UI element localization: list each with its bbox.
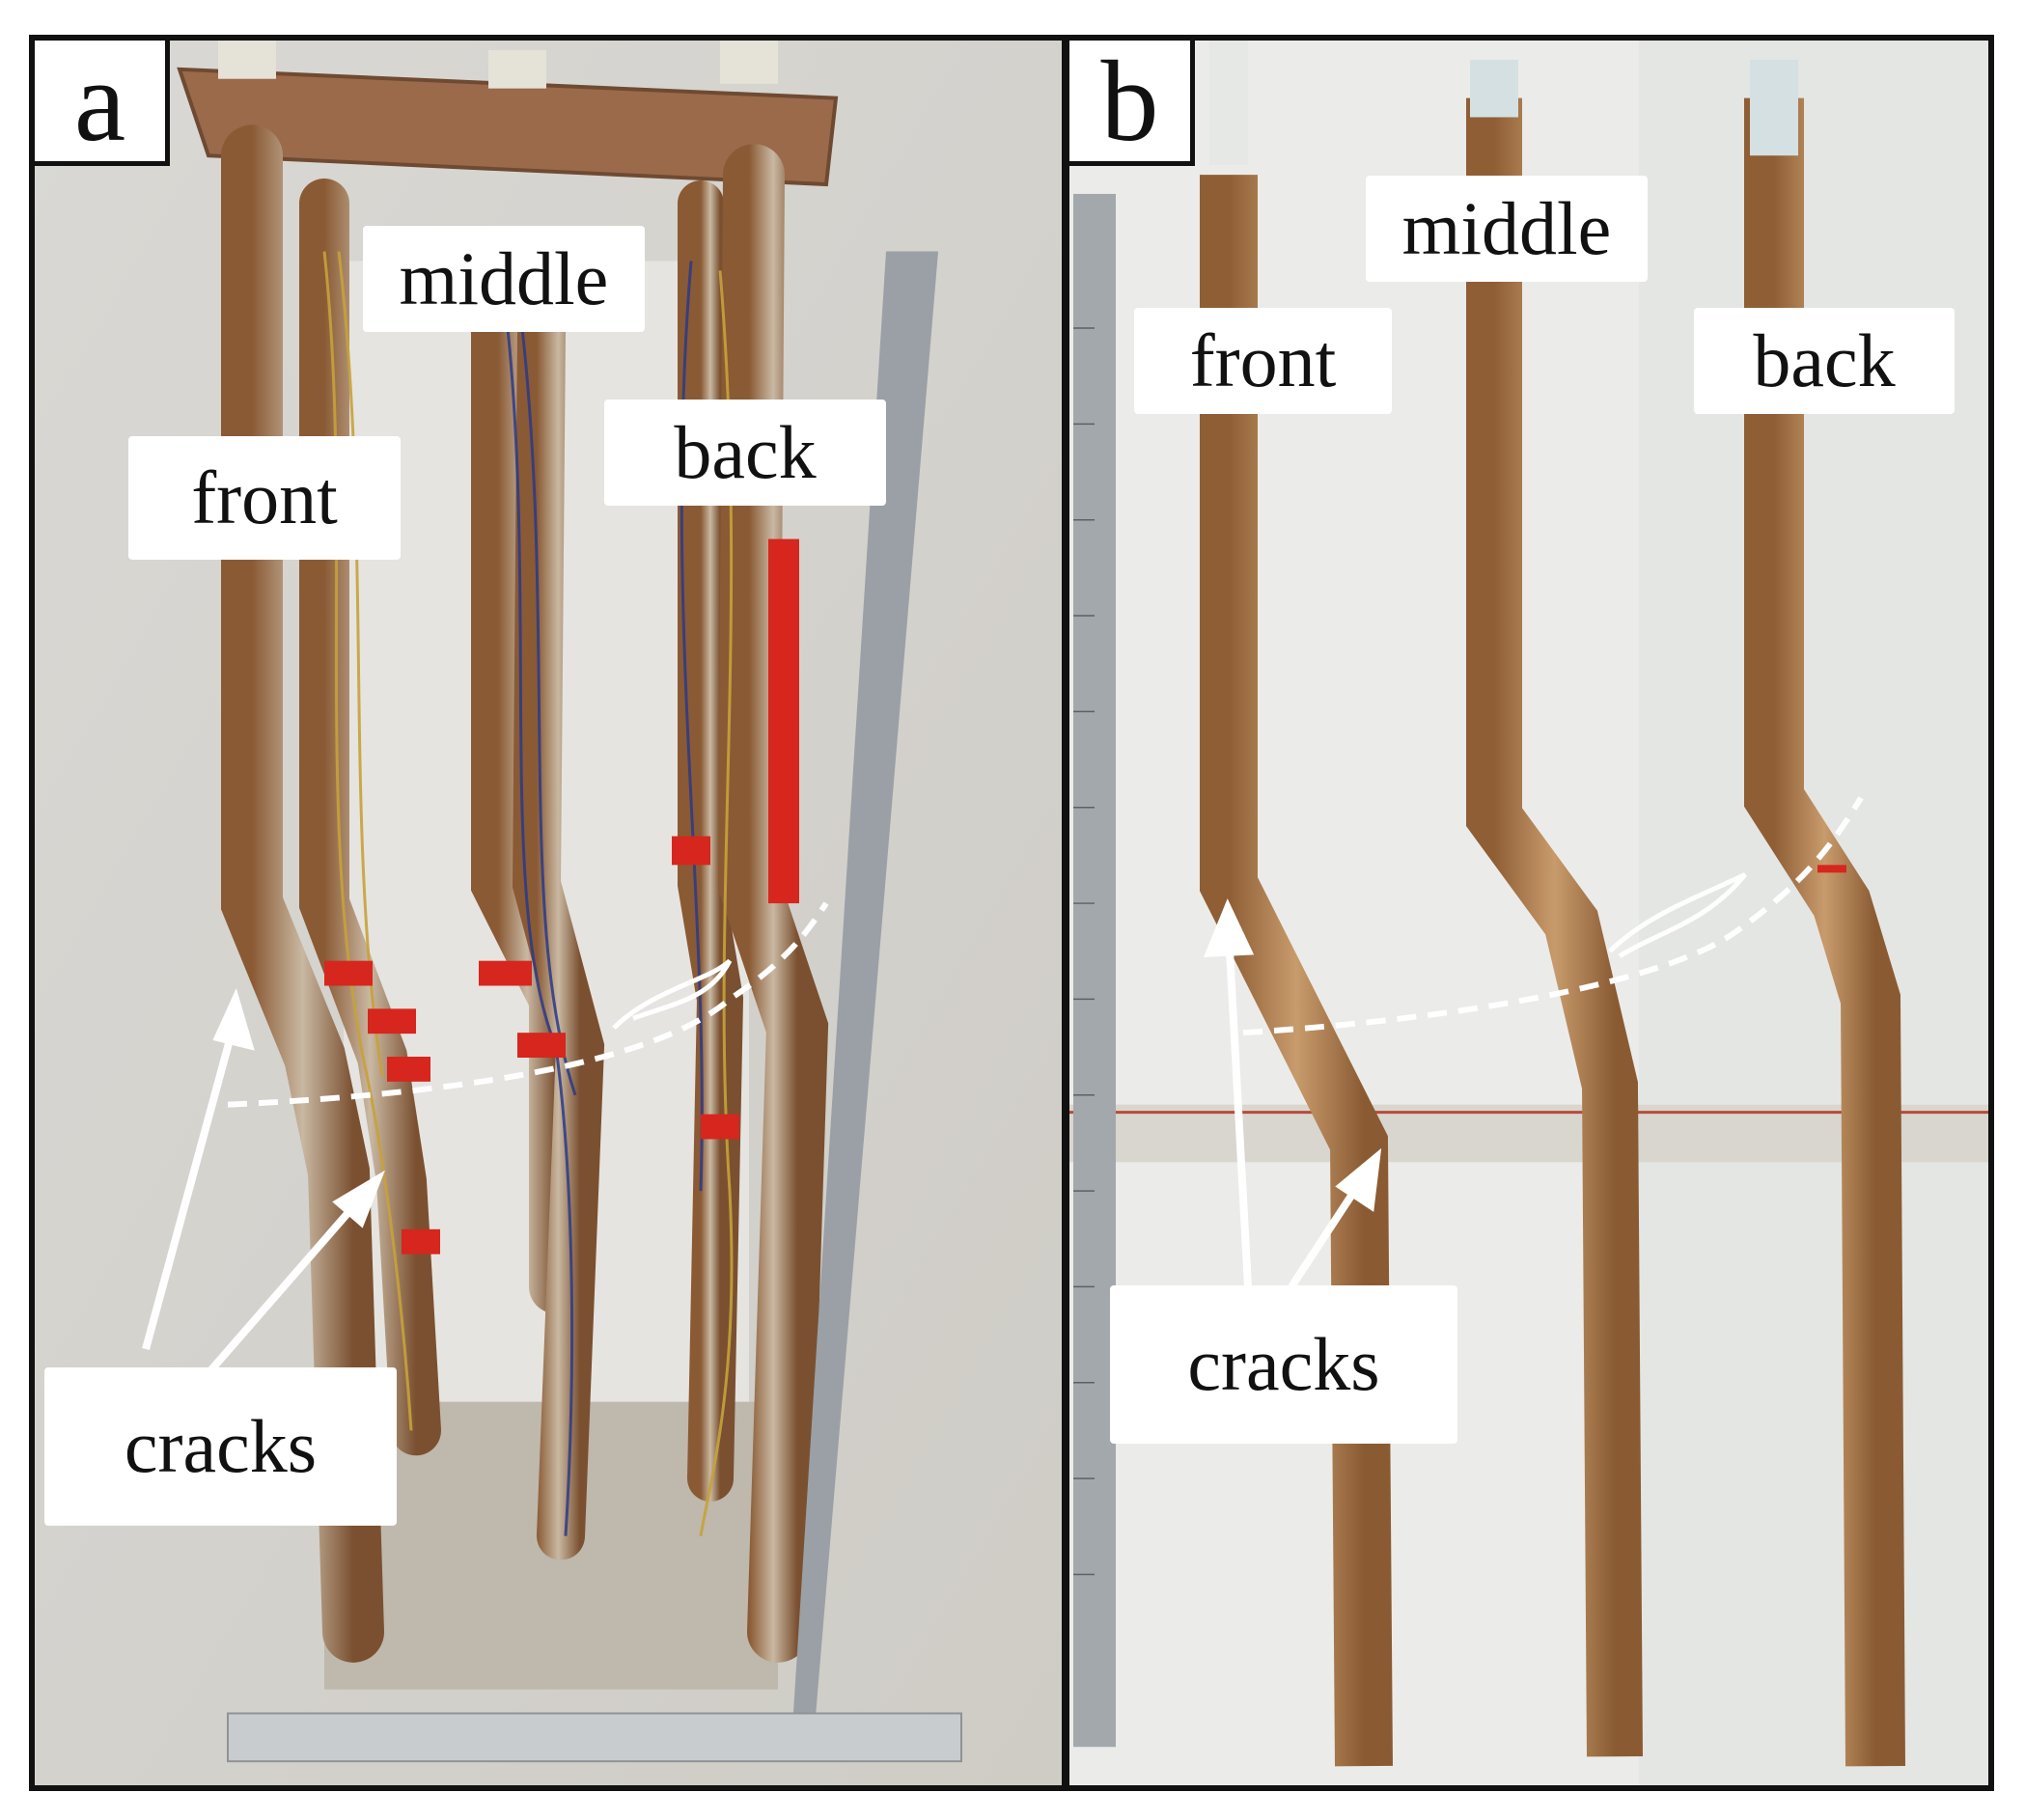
top-cap-2 [488,49,546,89]
ruler-vertical [792,251,938,1728]
label-middle-a: middle [363,226,645,332]
panel-b-photo [1069,41,1988,1785]
dashed-crack-line [227,901,829,1108]
label-back-b: back [1694,308,1955,414]
ruler-bottom [227,1712,962,1763]
pile-front-left [221,124,384,1663]
crack-scribble [1608,872,1747,958]
panel-a-letter: a [35,41,170,166]
label-front-a: front [128,436,401,560]
pile-middle [1466,97,1643,1757]
top-cap-1 [218,41,276,79]
panel-a: a front middle back cracks [35,41,1062,1785]
panel-b: b front middle back cracks [1069,41,1988,1785]
pile-back-left [678,180,744,1502]
pile-back-right [717,144,829,1663]
arrow-left [142,1017,239,1351]
top-cap-3 [720,41,778,84]
panel-divider [1062,41,1069,1785]
label-cracks-b: cracks [1110,1285,1457,1444]
ruler-vertical [1073,193,1116,1748]
figure-frame: a front middle back cracks [29,35,1994,1791]
red-wire-bundle [768,538,799,904]
label-cracks-a: cracks [44,1367,397,1526]
arrow-right [205,1193,367,1376]
crack-scribble [612,958,733,1030]
dashed-crack-line [1242,796,1864,1036]
arrow-left [1225,931,1252,1287]
label-middle-b: middle [1366,176,1648,282]
ruler-horizontal [1069,1104,1988,1163]
label-back-a: back [604,400,886,506]
pile-back [1744,97,1905,1767]
panel-b-letter: b [1069,41,1195,166]
top-plate [177,67,839,187]
label-front-b: front [1134,308,1392,414]
pile-front-right [299,179,441,1456]
